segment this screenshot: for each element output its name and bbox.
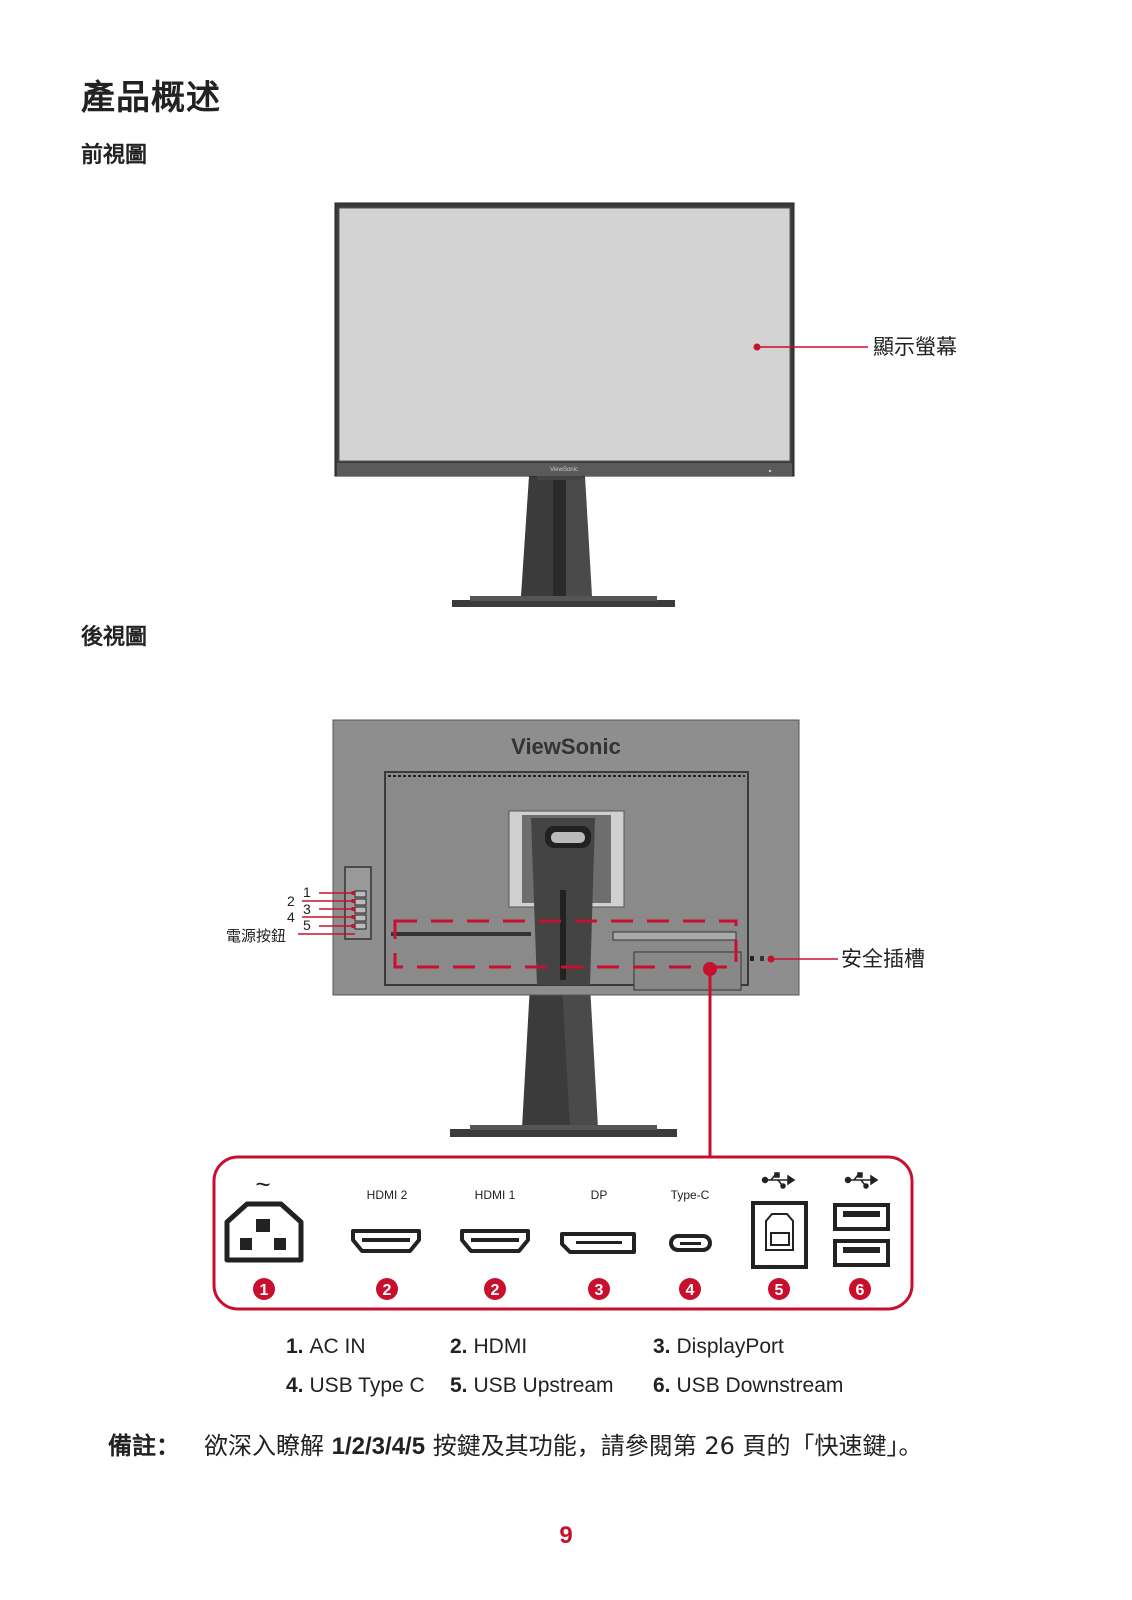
button-label-4: 4	[287, 909, 295, 925]
displayport-port	[560, 1232, 636, 1254]
dp-label: DP	[591, 1188, 608, 1202]
front-view-heading: 前視圖	[81, 143, 148, 168]
ac-in-port	[224, 1201, 304, 1263]
legend-item-6: 6.USB Downstream	[653, 1374, 844, 1397]
page-title: 產品概述	[81, 78, 221, 118]
note-label: 備註：	[108, 1432, 180, 1460]
hdmi1-port	[460, 1229, 530, 1253]
button-callouts: 1 2 3 4 5 電源按鈕	[226, 884, 355, 945]
hdmi1-label: HDMI 1	[475, 1188, 516, 1202]
front-monitor: ViewSonic	[334, 202, 795, 607]
ac-symbol: ~	[255, 1169, 270, 1199]
badge-1: 1	[260, 1282, 269, 1299]
badge-6: 6	[856, 1282, 865, 1299]
port-badges: 1 2 2 3 4 5 6	[253, 1278, 871, 1300]
badge-5: 5	[775, 1282, 784, 1299]
button-label-3: 3	[303, 901, 311, 917]
legend-item-3: 3.DisplayPort	[653, 1335, 784, 1358]
usb-downstream-symbol-icon	[844, 1172, 879, 1189]
note-text: 欲深入瞭解 1/2/3/4/5 按鍵及其功能，請參閱第 26 頁的「快速鍵」。	[204, 1432, 923, 1460]
rear-brand-logo: ViewSonic	[511, 734, 621, 759]
screen-callout: 顯示螢幕	[753, 336, 957, 359]
power-button-label: 電源按鈕	[226, 928, 286, 945]
ports-panel: ~ HDMI 2 HDMI 1 DP Type-C	[212, 1155, 914, 1311]
page-number: 9	[559, 1522, 573, 1549]
hdmi2-label: HDMI 2	[367, 1188, 408, 1202]
usb-type-c-port	[669, 1234, 712, 1252]
note-block: 備註： 欲深入瞭解 1/2/3/4/5 按鍵及其功能，請參閱第 26 頁的「快速…	[108, 1427, 988, 1465]
button-label-5: 5	[303, 917, 311, 933]
legend-item-2: 2.HDMI	[450, 1335, 528, 1358]
badge-2b: 2	[491, 1282, 500, 1299]
security-slot-label: 安全插槽	[841, 948, 925, 971]
badge-3: 3	[595, 1282, 604, 1299]
badge-2a: 2	[383, 1282, 392, 1299]
usb-upstream-symbol-icon	[761, 1172, 796, 1189]
legend-item-4: 4.USB Type C	[286, 1374, 425, 1397]
front-brand-logo: ViewSonic	[550, 467, 578, 473]
screen-label: 顯示螢幕	[873, 336, 957, 359]
button-label-2: 2	[287, 893, 295, 909]
usb-downstream-ports	[833, 1203, 890, 1267]
type-c-label: Type-C	[671, 1188, 710, 1202]
badge-4: 4	[686, 1282, 695, 1299]
rear-monitor: ViewSonic	[332, 719, 800, 1137]
usb-upstream-port	[751, 1201, 808, 1269]
button-label-1: 1	[303, 884, 311, 900]
hdmi2-port	[351, 1229, 421, 1253]
security-callout: 安全插槽	[767, 948, 925, 971]
legend-item-1: 1.AC IN	[286, 1335, 366, 1358]
rear-view-heading: 後視圖	[81, 625, 148, 650]
legend-item-5: 5.USB Upstream	[450, 1374, 614, 1397]
